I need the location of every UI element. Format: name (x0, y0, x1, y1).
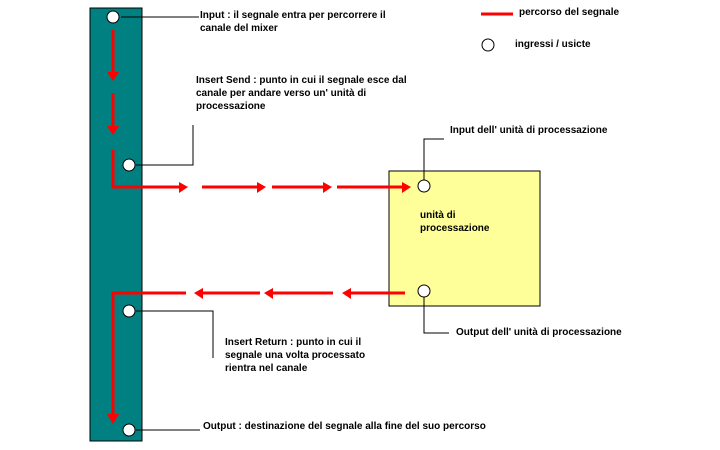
signal-arrowhead-right-1 (179, 182, 188, 193)
insert-send-label-line-2: canale per andare verso un' unità di (196, 88, 367, 99)
processing-unit-box (388, 170, 541, 307)
insert-return-label-line-1: Insert Return : punto in cui il (225, 337, 362, 348)
insert-send-label-line-1: Insert Send : punto in cui il segnale es… (196, 75, 407, 86)
signal-arrowhead-right-4 (402, 182, 411, 193)
mixer-channel-strip (89, 7, 143, 442)
unit-name-label-line-2: processazione (420, 223, 490, 234)
unit-input-label-line-1: Input dell' unità di processazione (450, 125, 608, 136)
legend-io-icon (481, 38, 495, 52)
input-label: Input : il segnale entra per percorrere … (200, 9, 386, 35)
signal-arrowhead-down-1 (107, 72, 119, 81)
input-label-line-1: Input : il segnale entra per percorrere … (200, 10, 386, 21)
input-label-line-2: canale del mixer (200, 23, 278, 34)
signal-arrowhead-right-2 (257, 182, 266, 193)
legend-io-label: ingressi / usicte (515, 39, 591, 50)
insert-return-label-line-2: segnale una volta processato (225, 350, 366, 361)
insert-return-label-line-3: rientra nel canale (225, 363, 308, 374)
unit-output-port-icon (417, 284, 431, 298)
unit-name-label: unità di processazione (420, 209, 489, 235)
insert-return-label: Insert Return : punto in cui il segnale … (225, 336, 365, 375)
output-label: Output : destinazione del segnale alla f… (203, 420, 486, 433)
signal-arrowhead-left-1 (342, 288, 351, 299)
signal-arrowhead-left-2 (264, 288, 273, 299)
legend-signal-label: percorso del segnale (519, 7, 620, 18)
insert-send-label-line-3: processazione (196, 101, 266, 112)
signal-arrowhead-left-3 (194, 288, 203, 299)
leader-line-unit-input (423, 138, 444, 180)
insert-send-port-icon (122, 158, 136, 172)
signal-arrowhead-right-3 (323, 182, 332, 193)
signal-return-corner (111, 291, 186, 417)
leader-line-insert-return (136, 310, 214, 358)
signal-arrowhead-down-2 (107, 126, 119, 135)
signal-send-corner (111, 150, 180, 189)
input-port-icon (106, 10, 120, 24)
leader-line-insert-send (136, 125, 194, 166)
leader-line-unit-output (423, 297, 449, 334)
unit-output-label-line-1: Output dell' unità di processazione (456, 327, 622, 338)
insert-send-label: Insert Send : punto in cui il segnale es… (196, 74, 407, 113)
unit-input-port-icon (417, 179, 431, 193)
unit-name-label-line-1: unità di (420, 210, 456, 221)
unit-output-label: Output dell' unità di processazione (456, 326, 622, 339)
signal-arrowhead-down-3 (107, 414, 119, 424)
insert-return-port-icon (122, 304, 136, 318)
unit-input-label: Input dell' unità di processazione (450, 124, 607, 137)
output-port-icon (122, 423, 136, 437)
output-label-line-1: Output : destinazione del segnale alla f… (203, 421, 486, 432)
